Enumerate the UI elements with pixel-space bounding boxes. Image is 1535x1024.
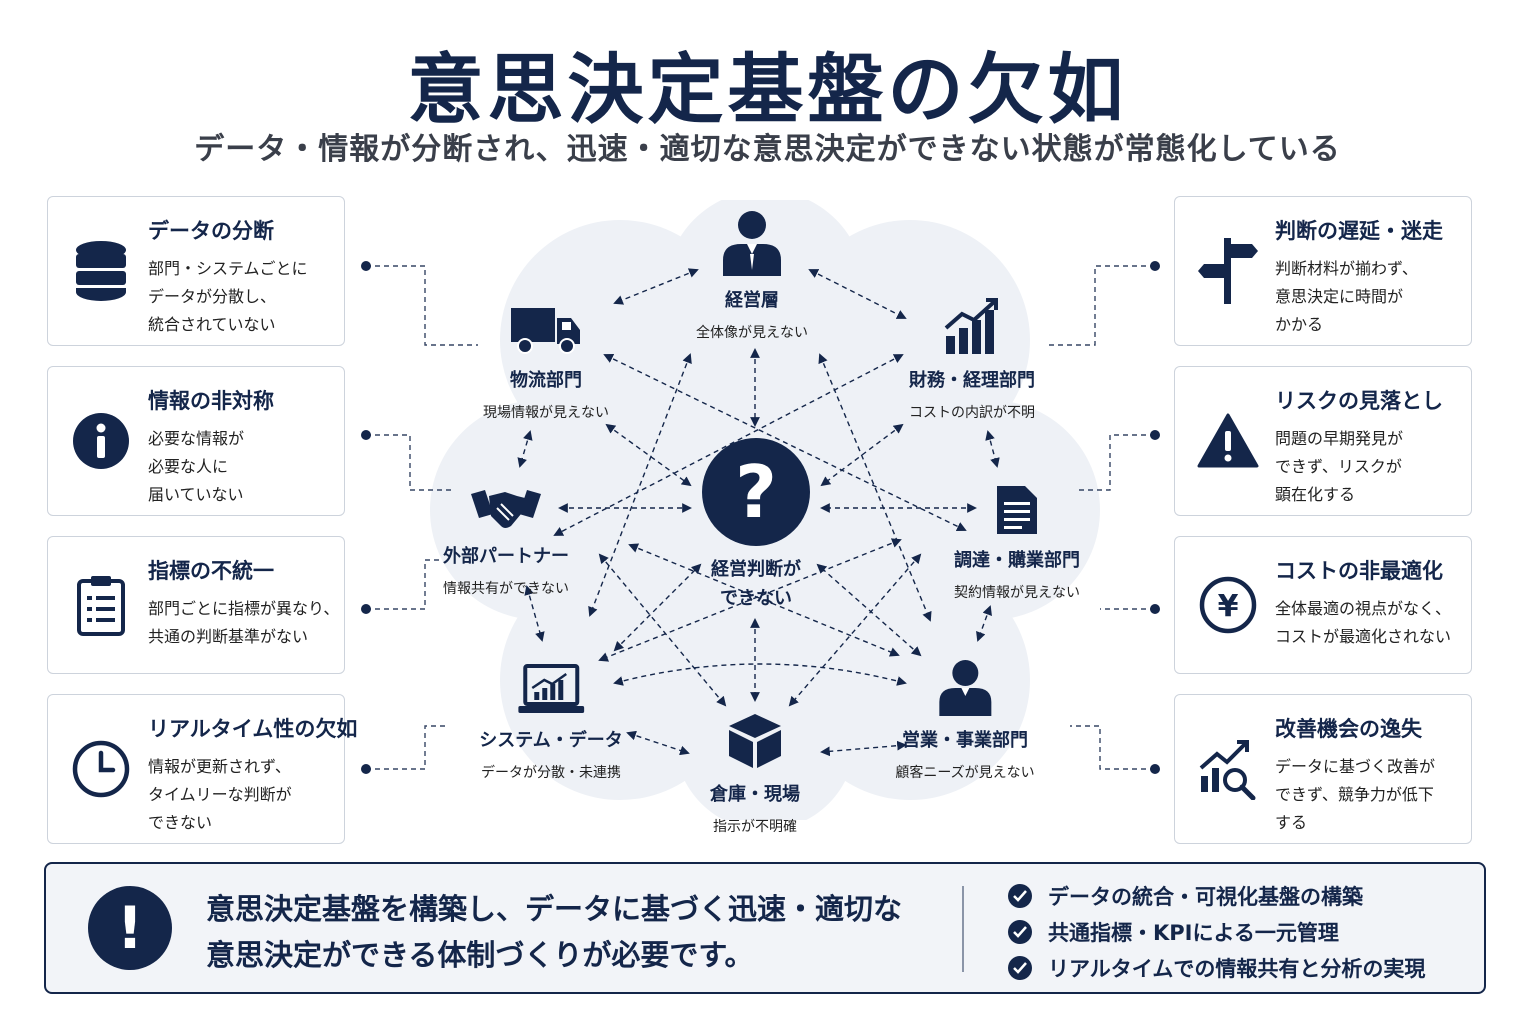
node-label: 経営層 <box>725 290 779 311</box>
card-body: 情報が更新されず、 タイムリーな判断が できない <box>148 757 292 832</box>
svg-text:¥: ¥ <box>1218 589 1239 624</box>
node-label: 財務・経理部門 <box>909 370 1035 391</box>
signpost-icon <box>1197 238 1259 304</box>
handshake-icon <box>471 490 541 528</box>
node-sales: 営業・事業部門 顧客ニーズが見えない <box>895 658 1035 782</box>
node-sub: 全体像が見えない <box>696 325 808 341</box>
node-warehouse: 倉庫・現場 指示が不明確 <box>710 712 800 836</box>
card-title: 改善機会の逸失 <box>1275 717 1422 741</box>
check-icon <box>1008 920 1032 944</box>
card-body: 部門ごとに指標が異なり、 共通の判断基準がない <box>148 599 340 646</box>
node-procurement: 調達・購業部門 契約情報が見えない <box>954 484 1080 602</box>
card-title: 判断の遅延・迷走 <box>1275 219 1443 243</box>
laptop-icon <box>518 664 584 713</box>
page-title: 意思決定基盤の欠如 <box>407 45 1128 134</box>
node-sub: 顧客ニーズが見えない <box>895 765 1035 781</box>
action-label: リアルタイムでの情報共有と分析の実現 <box>1048 957 1426 981</box>
card-title: 指標の不統一 <box>148 559 274 583</box>
node-partner: 外部パートナー 情報共有ができない <box>443 486 569 598</box>
yen-icon: ¥ <box>1197 574 1259 636</box>
center-label: 経営判断が できない <box>711 559 801 609</box>
card-title: データの分断 <box>148 219 274 243</box>
document-icon <box>997 486 1037 534</box>
card-body: 判断材料が揃わず、 意思決定に時間が かかる <box>1275 259 1418 334</box>
database-icon <box>70 240 132 302</box>
node-sub: 現場情報が見えない <box>483 405 609 421</box>
page-subtitle: データ・情報が分断され、迅速・適切な意思決定ができない状態が常態化している <box>194 132 1341 167</box>
card-decision-delay: 判断の遅延・迷走 判断材料が揃わず、 意思決定に時間が かかる <box>1174 196 1472 346</box>
card-body: 全体最適の視点がなく、 コストが最適化されない <box>1275 599 1452 646</box>
action-item: データの統合・可視化基盤の構築 <box>1008 878 1425 914</box>
card-title: リスクの見落とし <box>1275 389 1443 413</box>
node-management: 経営層 全体像が見えない <box>696 210 808 342</box>
truck-icon <box>511 308 580 354</box>
card-lost-improvement: 改善機会の逸失 データに基づく改善が できず、競争力が低下 する <box>1174 694 1472 844</box>
node-label: 外部パートナー <box>443 546 569 567</box>
action-label: 共通指標・KPIによる一元管理 <box>1048 921 1339 945</box>
card-lack-of-realtime: リアルタイム性の欠如 情報が更新されず、 タイムリーな判断が できない <box>47 694 357 844</box>
card-missed-risks: リスクの見落とし 問題の早期発見が できず、リスクが 顕在化する <box>1174 366 1472 516</box>
info-icon <box>70 410 132 472</box>
node-label: 営業・事業部門 <box>902 730 1028 751</box>
executive-icon <box>723 211 781 276</box>
check-icon <box>1008 884 1032 908</box>
exclamation-icon: ! <box>88 886 172 970</box>
card-title: 情報の非対称 <box>148 389 274 413</box>
check-icon <box>1008 956 1032 980</box>
node-label: 物流部門 <box>510 370 582 391</box>
warning-icon <box>1197 410 1259 472</box>
card-body: 部門・システムごとに データが分散し、 統合されていない <box>148 259 308 334</box>
node-label: 調達・購業部門 <box>954 550 1080 571</box>
node-sub: 指示が不明確 <box>713 819 797 835</box>
divider <box>962 886 964 972</box>
card-cost-not-optimized: ¥ コストの非最適化 全体最適の視点がなく、 コストが最適化されない <box>1174 536 1472 674</box>
node-sub: データが分散・未連携 <box>481 765 621 781</box>
action-list: データの統合・可視化基盤の構築 共通指標・KPIによる一元管理 リアルタイムでの… <box>1008 878 1425 986</box>
node-label: 倉庫・現場 <box>710 784 800 805</box>
card-body: 必要な情報が 必要な人に 届いていない <box>148 429 245 504</box>
action-item: リアルタイムでの情報共有と分析の実現 <box>1008 950 1425 986</box>
node-finance: 財務・経理部門 コストの内訳が不明 <box>909 298 1035 422</box>
action-label: データの統合・可視化基盤の構築 <box>1048 885 1363 909</box>
node-sub: 契約情報が見えない <box>954 585 1080 601</box>
action-item: 共通指標・KPIによる一元管理 <box>1008 914 1425 950</box>
node-system: システム・データ データが分散・未連携 <box>479 664 623 782</box>
conclusion-message: 意思決定基盤を構築し、データに基づく迅速・適切な 意思決定ができる体制づくりが必… <box>206 892 903 972</box>
card-information-asymmetry: 情報の非対称 必要な情報が 必要な人に 届いていない <box>47 366 345 516</box>
card-body: 問題の早期発見が できず、リスクが 顕在化する <box>1275 429 1404 504</box>
node-logistics: 物流部門 現場情報が見えない <box>483 306 609 422</box>
question-icon: ? <box>702 438 810 546</box>
box-icon <box>729 714 781 768</box>
node-sub: コストの内訳が不明 <box>909 405 1035 421</box>
card-title: リアルタイム性の欠如 <box>148 717 358 741</box>
card-inconsistent-metrics: 指標の不統一 部門ごとに指標が異なり、 共通の判断基準がない <box>47 536 345 674</box>
clipboard-icon <box>70 574 132 636</box>
clock-icon <box>70 738 132 800</box>
node-label: システム・データ <box>479 730 623 751</box>
card-title: コストの非最適化 <box>1275 559 1443 583</box>
person-icon <box>939 660 991 716</box>
conclusion-banner: ! 意思決定基盤を構築し、データに基づく迅速・適切な 意思決定ができる体制づくり… <box>44 862 1486 994</box>
card-body: データに基づく改善が できず、競争力が低下 する <box>1275 757 1436 832</box>
card-data-fragmentation: データの分断 部門・システムごとに データが分散し、 統合されていない <box>47 196 345 346</box>
bar-chart-icon <box>944 298 998 354</box>
chart-search-icon <box>1197 738 1259 800</box>
node-sub: 情報共有ができない <box>443 581 569 597</box>
